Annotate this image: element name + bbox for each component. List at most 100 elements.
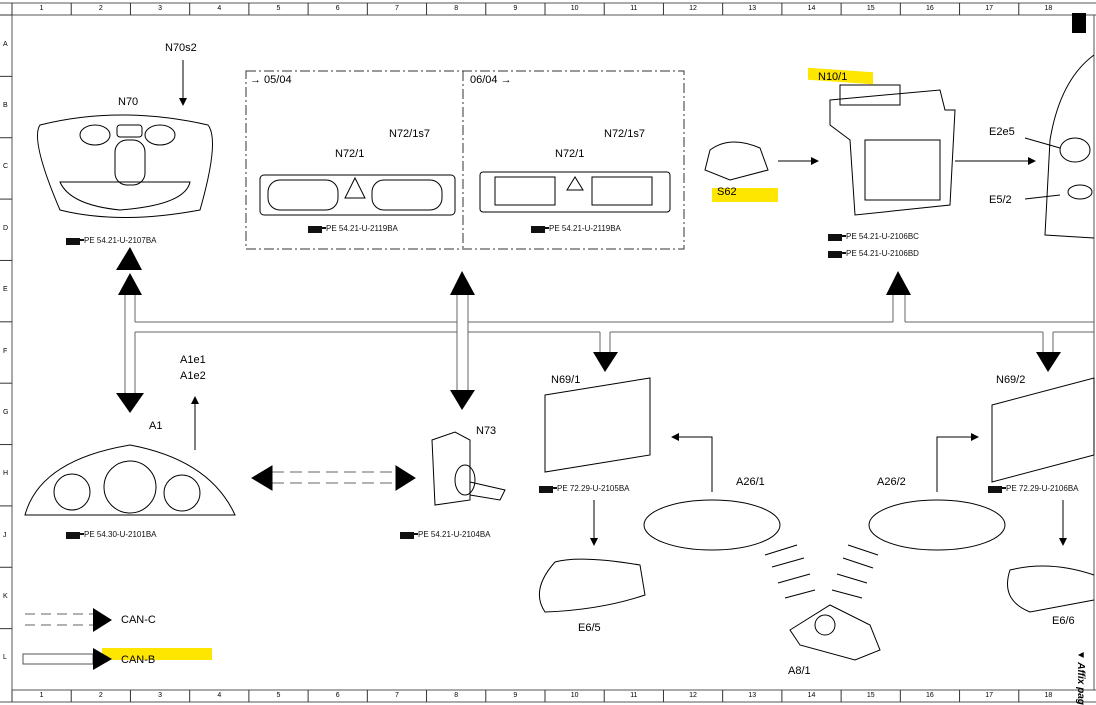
- label-n70: N70: [118, 96, 139, 108]
- n72-old-panel: [259, 174, 456, 216]
- pointing-hand-icon: [531, 225, 549, 233]
- label-n72-old-s7: N72/1s7: [389, 128, 430, 140]
- column-number: 15: [866, 5, 875, 12]
- affix-page-note: ▼ Affix pag: [1075, 650, 1086, 705]
- label-n69-1: N69/1: [551, 374, 581, 386]
- row-letter: E: [3, 286, 8, 294]
- column-number: 9: [513, 5, 518, 12]
- column-number: 5: [276, 692, 281, 699]
- row-letter: D: [3, 224, 9, 232]
- row-letter: L: [3, 654, 7, 662]
- column-number: 2: [98, 692, 103, 699]
- a8-1-key: [789, 604, 881, 661]
- column-number: 3: [158, 692, 162, 699]
- row-letter: B: [3, 102, 8, 110]
- row-letter: H: [3, 470, 9, 478]
- column-number: 16: [926, 5, 934, 12]
- ref-n73[interactable]: PE 54.21-U-2104BA: [400, 530, 491, 540]
- can-b-bus: [124, 295, 1094, 395]
- label-a8-1: A8/1: [788, 665, 811, 677]
- label-n69-2: N69/2: [996, 374, 1026, 386]
- column-number: 12: [689, 692, 697, 699]
- pointing-hand-icon: [539, 485, 557, 493]
- column-number: 1: [39, 5, 44, 12]
- column-number: 12: [689, 5, 697, 12]
- row-letter: A: [3, 40, 8, 48]
- column-number: 13: [748, 692, 757, 699]
- column-number: 6: [335, 5, 340, 12]
- column-number: 10: [570, 692, 579, 699]
- column-number: 15: [866, 692, 875, 699]
- column-number: 5: [276, 5, 281, 12]
- label-n70s2: N70s2: [165, 42, 197, 54]
- label-n72-new-date: 06/04 →: [470, 74, 512, 86]
- n72-new-panel: [479, 171, 671, 213]
- label-n72-old-date: → 05/04: [250, 74, 292, 86]
- column-number: 18: [1044, 5, 1053, 12]
- ref-n72-new[interactable]: PE 54.21-U-2119BA: [531, 224, 621, 234]
- label-e5-2: E5/2: [989, 194, 1012, 206]
- page-marker: [1072, 13, 1086, 33]
- label-e2e5: E2e5: [989, 126, 1015, 138]
- label-n72-old: N72/1: [335, 148, 365, 160]
- column-number: 13: [748, 5, 757, 12]
- column-number: 3: [158, 5, 162, 12]
- column-number: 18: [1044, 692, 1053, 699]
- ref-n10-1-bd[interactable]: PE 54.21-U-2106BD: [828, 249, 919, 259]
- column-number: 4: [217, 692, 222, 699]
- column-number: 11: [630, 692, 638, 699]
- label-n72-new: N72/1: [555, 148, 585, 160]
- column-number: 4: [217, 5, 222, 12]
- row-letter: K: [3, 592, 8, 600]
- column-number: 10: [570, 5, 579, 12]
- n73-switch: [431, 431, 506, 506]
- label-n72-new-s7: N72/1s7: [604, 128, 645, 140]
- column-number: 17: [985, 5, 994, 12]
- row-letter: J: [3, 531, 7, 539]
- label-n10-1: N10/1: [818, 71, 848, 83]
- label-e6-6: E6/6: [1052, 615, 1075, 627]
- pointing-hand-icon: [66, 237, 84, 245]
- label-a26-1: A26/1: [736, 476, 765, 488]
- n10-1-box: [829, 84, 956, 216]
- row-letter: G: [3, 408, 9, 416]
- column-number: 6: [335, 692, 340, 699]
- pointing-hand-icon: [400, 531, 418, 539]
- n70-panel: [37, 114, 213, 218]
- column-number: 7: [394, 692, 399, 699]
- ref-n10-1-bc[interactable]: PE 54.21-U-2106BC: [828, 232, 919, 242]
- ref-n69-1[interactable]: PE 72.29-U-2105BA: [539, 484, 630, 494]
- label-a1e2: A1e2: [180, 370, 206, 382]
- ref-n72-old[interactable]: PE 54.21-U-2119BA: [308, 224, 398, 234]
- ref-a1[interactable]: PE 54.30-U-2101BA: [66, 530, 157, 540]
- column-number: 8: [454, 692, 459, 699]
- label-e6-5: E6/5: [578, 622, 601, 634]
- column-number: 14: [807, 692, 816, 699]
- column-number: 1: [39, 692, 44, 699]
- highlight-can-b: [102, 648, 212, 660]
- a1-cluster: [24, 444, 236, 516]
- pointing-hand-icon: [828, 250, 846, 258]
- label-a1e1: A1e1: [180, 354, 206, 366]
- highlight-s62: [712, 188, 778, 202]
- bus-arrowheads: [116, 247, 1061, 413]
- label-n73: N73: [476, 425, 497, 437]
- column-number: 16: [926, 692, 934, 699]
- column-number: 2: [98, 5, 103, 12]
- column-number: 9: [513, 692, 518, 699]
- ref-n69-2[interactable]: PE 72.29-U-2106BA: [988, 484, 1079, 494]
- label-a1: A1: [149, 420, 163, 432]
- row-letter: F: [3, 347, 8, 355]
- column-number: 8: [454, 5, 459, 12]
- legend-can-c: CAN-C: [121, 614, 156, 626]
- ref-n70[interactable]: PE 54.21-U-2107BA: [66, 236, 157, 246]
- column-number: 7: [394, 5, 399, 12]
- label-a26-2: A26/2: [877, 476, 906, 488]
- pointing-hand-icon: [66, 531, 84, 539]
- column-number: 14: [807, 5, 816, 12]
- column-number: 17: [985, 692, 994, 699]
- legend-can-b: CAN-B: [121, 654, 156, 666]
- row-letter: C: [3, 163, 9, 171]
